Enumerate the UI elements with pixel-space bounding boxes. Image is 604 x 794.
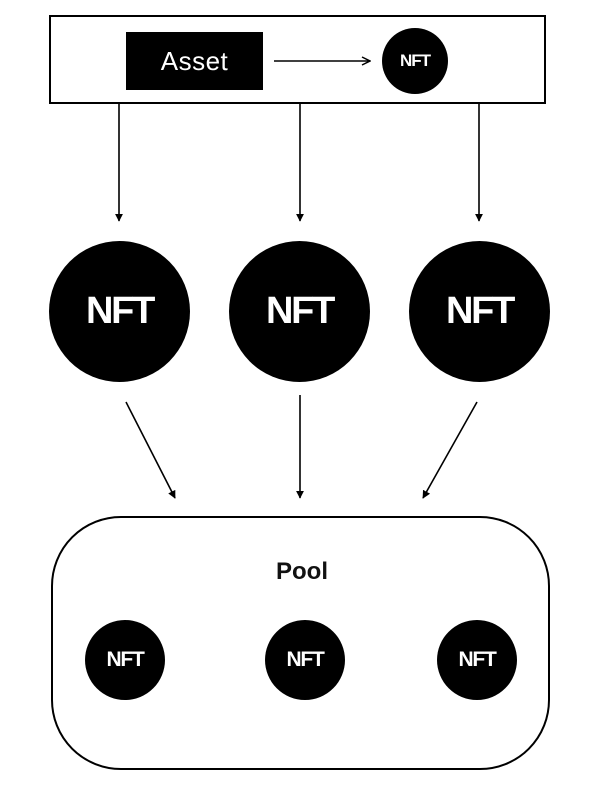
pool-nft-label: NFT (286, 648, 324, 671)
edge-nft-3-to-pool (422, 401, 478, 499)
nft-node-2: NFT (229, 241, 370, 382)
edge-nft-1-to-pool (125, 401, 176, 499)
pool-title: Pool (276, 558, 328, 585)
nft-label: NFT (445, 290, 515, 332)
nft-node-1: NFT (49, 241, 190, 382)
pool-nft-label: NFT (106, 648, 144, 671)
nft-label: NFT (265, 290, 335, 332)
asset-label: Asset (160, 45, 229, 76)
nft-label: NFT (85, 290, 155, 332)
pool-nft-node-3: NFT (437, 620, 517, 700)
pool-nft-node-1: NFT (85, 620, 165, 700)
asset-node: Asset (126, 32, 263, 90)
source-nft-label: NFT (400, 51, 431, 70)
pool-nft-node-2: NFT (265, 620, 345, 700)
nft-node-3: NFT (409, 241, 550, 382)
source-nft-node: NFT (382, 28, 448, 94)
pool-nft-label: NFT (458, 648, 496, 671)
source-box (49, 15, 546, 104)
